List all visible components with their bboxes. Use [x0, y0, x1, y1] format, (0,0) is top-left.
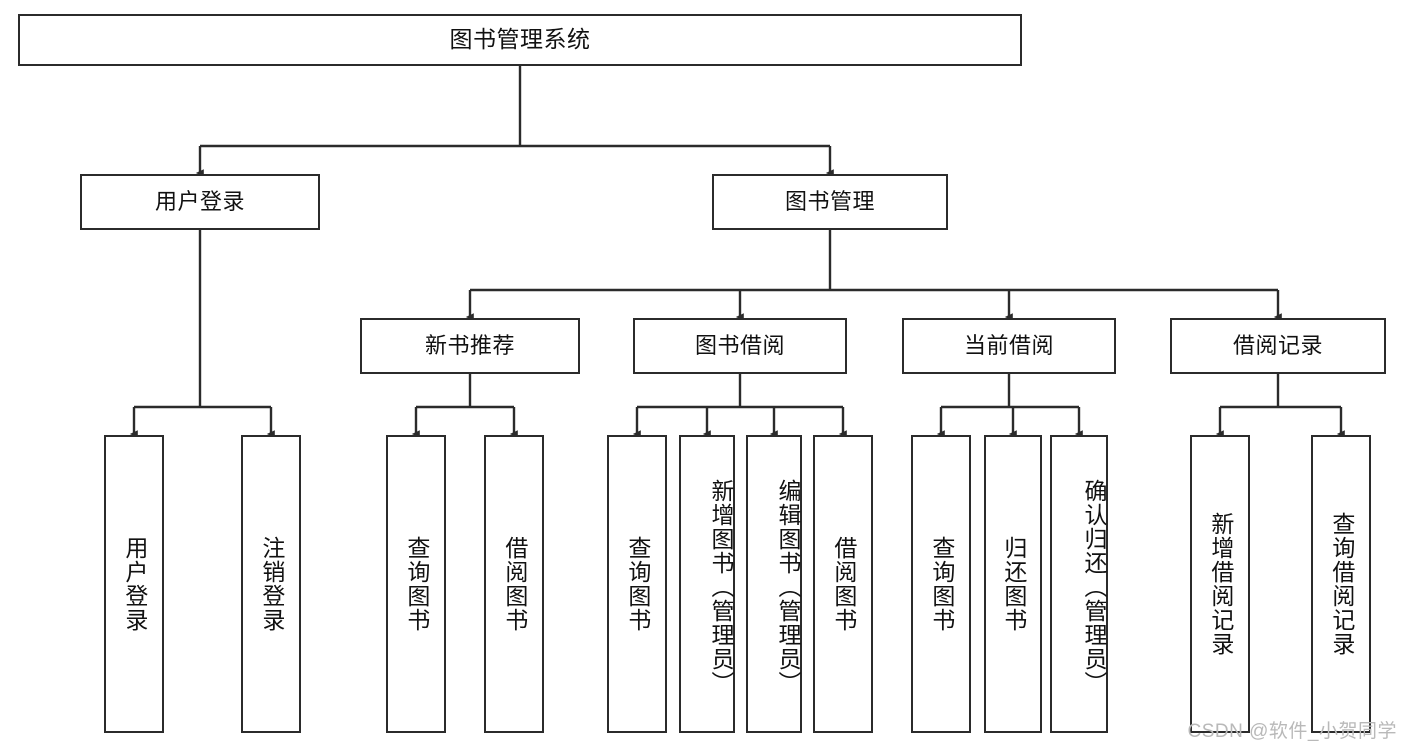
node-label: 用户登录: [121, 536, 148, 632]
node-leaf-edit-book-admin[interactable]: 编辑图书（管理员）: [746, 435, 802, 733]
node-root[interactable]: 图书管理系统: [18, 14, 1022, 66]
node-label: 注销登录: [258, 536, 285, 632]
node-leaf-borrow-book-1[interactable]: 借阅图书: [484, 435, 544, 733]
node-label: 编辑图书（管理员）: [775, 479, 801, 695]
node-label: 查询图书: [624, 536, 651, 632]
node-label: 确认归还（管理员）: [1081, 479, 1107, 695]
node-leaf-logout-login[interactable]: 注销登录: [241, 435, 301, 733]
node-leaf-query-book-3[interactable]: 查询图书: [911, 435, 971, 733]
node-leaf-query-book-1[interactable]: 查询图书: [386, 435, 446, 733]
node-label: 新增借阅记录: [1207, 512, 1234, 656]
node-borrow-record[interactable]: 借阅记录: [1170, 318, 1386, 374]
node-leaf-query-book-2[interactable]: 查询图书: [607, 435, 667, 733]
node-book-borrow[interactable]: 图书借阅: [633, 318, 847, 374]
node-current-borrow[interactable]: 当前借阅: [902, 318, 1116, 374]
node-label: 借阅图书: [501, 536, 528, 632]
node-label: 借阅记录: [1232, 332, 1323, 358]
node-book-manage[interactable]: 图书管理: [712, 174, 948, 230]
node-label: 图书借阅: [694, 332, 785, 358]
node-leaf-add-book-admin[interactable]: 新增图书（管理员）: [679, 435, 735, 733]
node-label: 图书管理: [784, 188, 875, 214]
node-label: 新书推荐: [424, 332, 515, 358]
node-leaf-add-borrow-record[interactable]: 新增借阅记录: [1190, 435, 1250, 733]
node-label: 查询借阅记录: [1328, 512, 1355, 656]
node-label: 新增图书（管理员）: [708, 479, 734, 695]
node-label: 当前借阅: [963, 332, 1054, 358]
node-label: 图书管理系统: [449, 26, 591, 53]
node-leaf-confirm-return-admin[interactable]: 确认归还（管理员）: [1050, 435, 1108, 733]
node-new-book-recommend[interactable]: 新书推荐: [360, 318, 580, 374]
node-leaf-borrow-book-2[interactable]: 借阅图书: [813, 435, 873, 733]
node-label: 借阅图书: [830, 536, 857, 632]
node-leaf-user-login[interactable]: 用户登录: [104, 435, 164, 733]
node-label: 用户登录: [154, 188, 245, 214]
node-label: 查询图书: [928, 536, 955, 632]
node-user-login[interactable]: 用户登录: [80, 174, 320, 230]
watermark-csdn: CSDN @软件_小贺同学: [1187, 721, 1397, 742]
node-label: 归还图书: [1000, 536, 1027, 632]
node-label: 查询图书: [403, 536, 430, 632]
node-leaf-query-borrow-record[interactable]: 查询借阅记录: [1311, 435, 1371, 733]
node-leaf-return-book[interactable]: 归还图书: [984, 435, 1042, 733]
